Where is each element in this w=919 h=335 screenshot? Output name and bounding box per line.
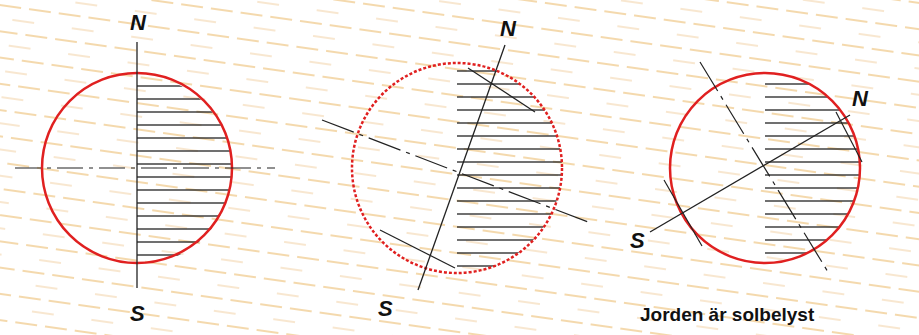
south-pole-label: S [130,303,145,325]
earth-1 [15,42,275,288]
north-pole-label: N [130,12,146,34]
earth-2 [322,45,588,290]
north-pole-label: N [500,18,516,40]
south-pole-label: S [378,298,393,320]
south-pole-label: S [630,230,645,252]
earth-3 [650,60,865,280]
caption-text: Jorden är solbelyst [640,305,814,324]
north-pole-label: N [852,88,868,110]
